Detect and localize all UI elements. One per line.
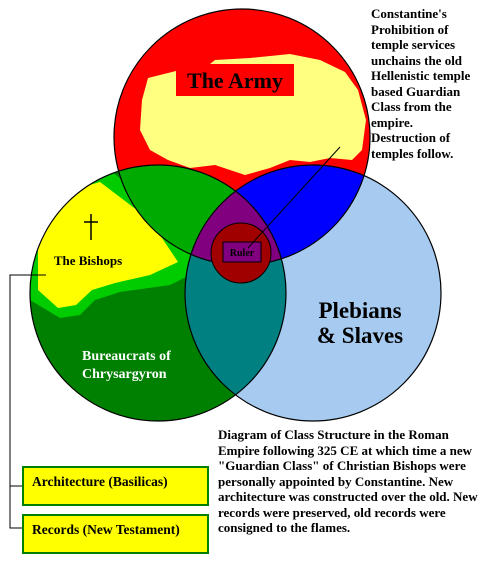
army-label: The Army [187,68,283,93]
bishops-region [30,170,200,318]
architecture-box: Architecture (Basilicas) [22,466,209,506]
connector-line [9,274,46,529]
note-pointer-line [247,146,341,249]
bureaucrats-label-line1: Bureaucrats of [82,349,171,364]
ruler-label: Ruler [230,248,255,259]
plebians-label-line2: & Slaves [317,323,403,348]
bishops-label: The Bishops [54,253,122,268]
diagram-caption: Diagram of Class Structure in the Roman … [218,427,478,535]
cross-icon [84,214,98,240]
plebians-label-line1: Plebians [318,298,401,323]
bureaucrats-label-line2: Chrysargyron [82,367,167,382]
note-constantine: Constantine's Prohibition of temple serv… [371,6,471,161]
army-label-box [176,64,294,96]
records-box: Records (New Testament) [22,514,209,554]
ruler-label-box [222,241,262,263]
